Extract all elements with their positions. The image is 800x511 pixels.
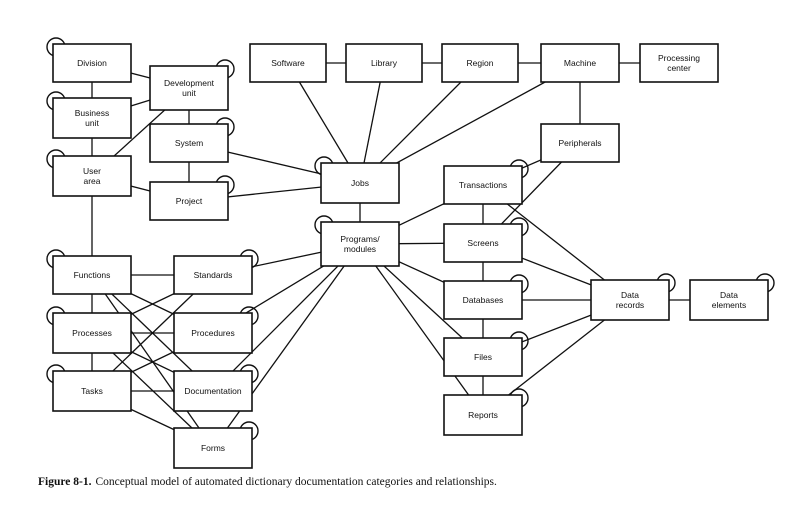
node-project-label: Project (176, 196, 203, 206)
node-programs-modules-box (320, 221, 400, 267)
node-region-label: Region (467, 58, 494, 68)
node-library-box (345, 43, 423, 83)
node-region: Region (441, 43, 519, 83)
node-software-label: Software (271, 58, 305, 68)
node-processes-label: Processes (72, 328, 112, 338)
node-standards: Standards (173, 255, 253, 295)
node-machine-box (540, 43, 620, 83)
node-tasks-box (52, 370, 132, 412)
node-screens: Screens (443, 223, 523, 263)
node-library-label: Library (371, 58, 398, 68)
node-transactions: Transactions (443, 165, 523, 205)
edge-programs-modules-to-forms (212, 243, 361, 449)
node-reports-label: Reports (468, 410, 498, 420)
node-system: System (149, 123, 229, 163)
node-peripherals-label: Peripherals (559, 138, 602, 148)
node-forms-label: Forms (201, 443, 225, 453)
node-peripherals: Peripherals (540, 123, 620, 163)
node-system-label: System (175, 138, 203, 148)
node-software-box (249, 43, 327, 83)
node-standards-box (173, 255, 253, 295)
node-procedures-label: Procedures (191, 328, 234, 338)
edge-programs-modules-to-documentation (212, 243, 361, 392)
node-databases: Databases (443, 280, 523, 320)
node-forms-box (173, 427, 253, 469)
figure-caption: Figure 8-1.Conceptual model of automated… (38, 476, 578, 489)
node-division: Division (52, 43, 132, 83)
node-forms: Forms (173, 427, 253, 469)
node-division-box (52, 43, 132, 83)
node-files-box (443, 337, 523, 377)
node-transactions-box (443, 165, 523, 205)
node-transactions-label: Transactions (459, 180, 507, 190)
node-tasks: Tasks (52, 370, 132, 412)
node-user-area-box (52, 155, 132, 197)
node-screens-box (443, 223, 523, 263)
node-software: Software (249, 43, 327, 83)
node-development-unit-box (149, 65, 229, 111)
node-standards-label: Standards (194, 270, 233, 280)
node-reports-box (443, 394, 523, 436)
node-processes: Processes (52, 312, 132, 354)
node-system-box (149, 123, 229, 163)
node-databases-box (443, 280, 523, 320)
node-jobs-box (320, 162, 400, 204)
node-documentation: Documentation (173, 370, 253, 412)
figure-label: Figure 8-1. (38, 476, 92, 488)
node-functions-box (52, 255, 132, 295)
node-files: Files (443, 337, 523, 377)
node-machine: Machine (540, 43, 620, 83)
node-library: Library (345, 43, 423, 83)
node-jobs-label: Jobs (351, 178, 369, 188)
node-documentation-label: Documentation (184, 386, 241, 396)
node-processes-box (52, 312, 132, 354)
node-procedures: Procedures (173, 312, 253, 354)
figure-caption-text: Conceptual model of automated dictionary… (95, 476, 497, 488)
node-functions: Functions (52, 255, 132, 295)
node-peripherals-box (540, 123, 620, 163)
node-data-records-box (590, 279, 670, 321)
node-programs-modules-label: Programs/modules (340, 234, 380, 254)
node-data-elements-box (689, 279, 769, 321)
node-reports: Reports (443, 394, 523, 436)
node-processing-center-box (639, 43, 719, 83)
node-programs-modules: Programs/modules (320, 221, 400, 267)
node-business-unit-box (52, 97, 132, 139)
node-procedures-box (173, 312, 253, 354)
node-project: Project (149, 181, 229, 221)
node-databases-label: Databases (463, 295, 504, 305)
node-division-label: Division (77, 58, 107, 68)
node-machine-label: Machine (564, 58, 596, 68)
node-tasks-label: Tasks (81, 386, 103, 396)
node-documentation-box (173, 370, 253, 412)
node-screens-label: Screens (467, 238, 498, 248)
edge-programs-modules-to-reports (359, 243, 484, 416)
node-jobs: Jobs (320, 162, 400, 204)
node-project-box (149, 181, 229, 221)
node-files-label: Files (474, 352, 492, 362)
node-region-box (441, 43, 519, 83)
node-functions-label: Functions (74, 270, 111, 280)
